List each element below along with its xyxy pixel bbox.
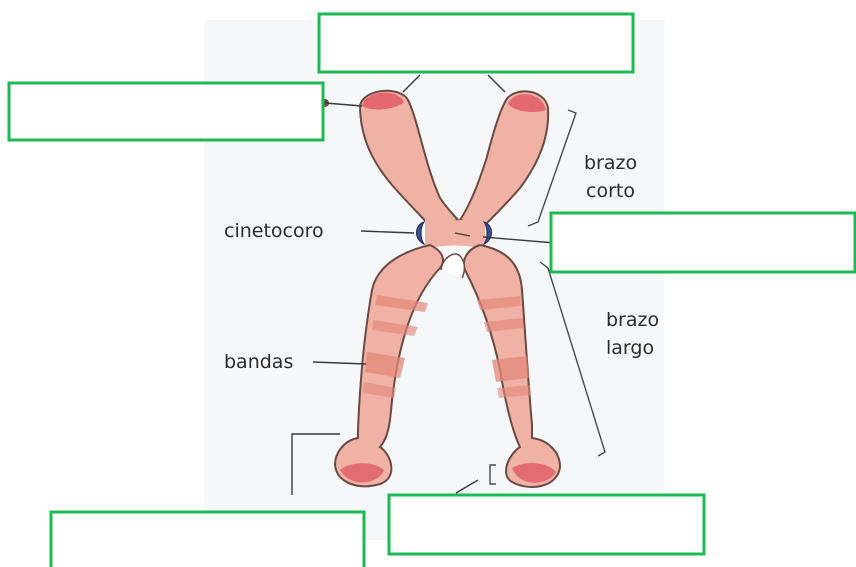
right-answer-box[interactable] [551,213,855,272]
band-right-3 [492,356,529,382]
long-arm-label-line1: brazo [606,309,659,331]
kinetochore-label: cinetocoro [224,220,324,242]
bottom-left-answer-box[interactable] [51,512,364,567]
centromere [425,215,485,250]
long-arm-label-line2: largo [606,337,654,359]
top-answer-box[interactable] [319,14,633,72]
bottom-center-answer-box[interactable] [389,495,704,554]
upper-left-answer-box[interactable] [9,83,323,140]
bands-label: bandas [224,351,293,373]
short-arm-label-line2: corto [586,180,635,202]
short-arm-label-line1: brazo [584,152,637,174]
